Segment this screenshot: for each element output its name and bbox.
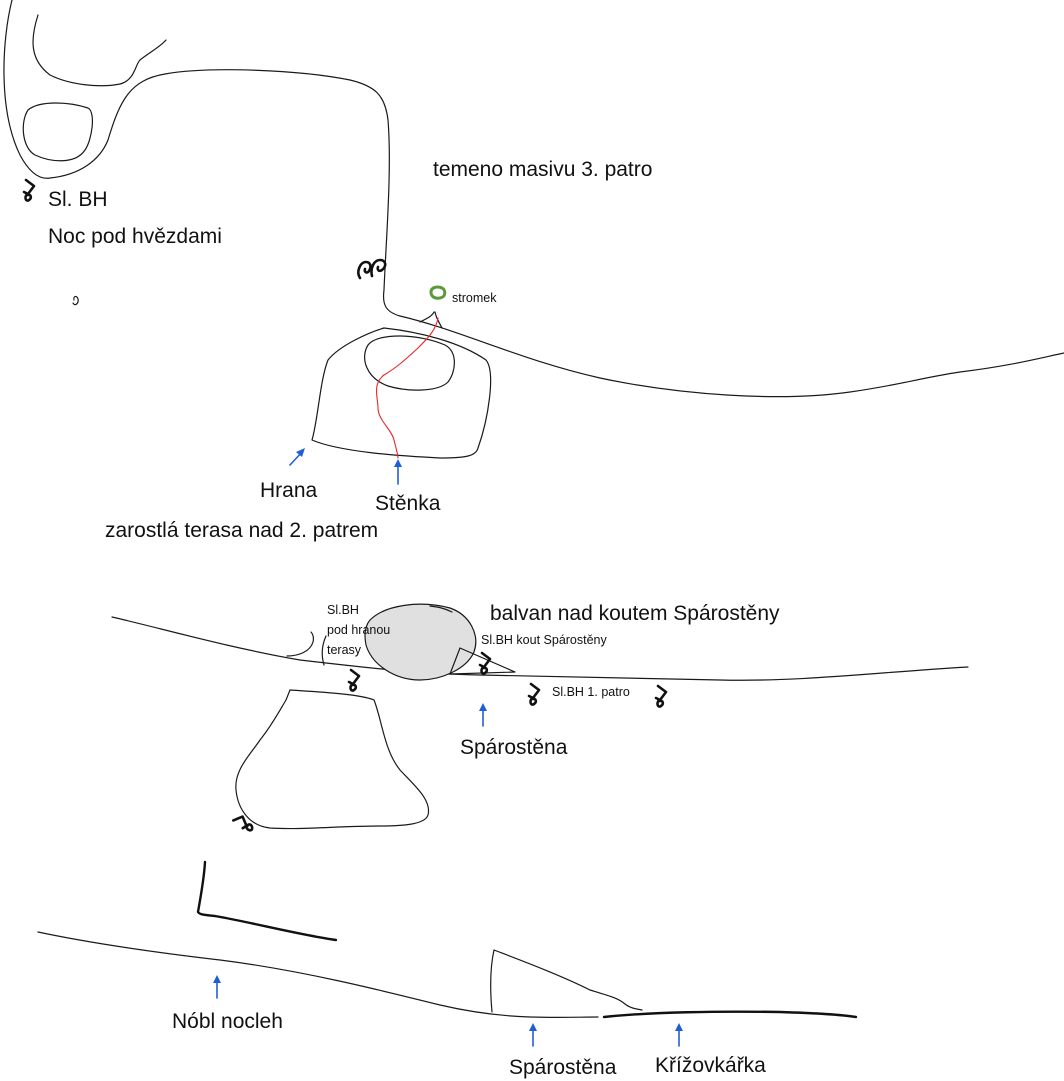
label-tree: stromek xyxy=(452,291,497,305)
label-noble-bivouac: Nóbl nocleh xyxy=(172,1010,283,1033)
bolt-anchor-icon xyxy=(22,178,36,202)
bolt-anchor-icon xyxy=(654,684,668,708)
label-edge: Hrana xyxy=(260,479,318,502)
label-anchor-top-1: Sl. BH xyxy=(48,188,108,211)
arrow-up-icon xyxy=(479,703,487,727)
tree-trunk xyxy=(419,311,443,329)
arrow-up-icon xyxy=(289,448,305,466)
bottom-tower xyxy=(490,949,643,1013)
lower-block xyxy=(235,689,430,830)
label-first-floor: Sl.BH 1. patro xyxy=(552,685,630,699)
tower-outline-outer xyxy=(3,0,1064,398)
bottom-ledge xyxy=(602,1010,858,1019)
bivouac-wall xyxy=(196,860,338,942)
label-under-edge-2: pod hranou xyxy=(327,623,390,637)
label-boulder: balvan nad koutem Spárostěny xyxy=(490,602,780,625)
bolt-anchor-icon xyxy=(478,651,492,675)
bottom-section: Nóbl nocleh Spárostěna Křížovkářka xyxy=(37,860,858,1079)
bolt-anchor-icon xyxy=(527,682,541,706)
label-corner: Sl.BH kout Spárostěny xyxy=(481,633,608,647)
label-crack-wall-bottom: Spárostěna xyxy=(509,1056,617,1079)
pebble xyxy=(72,295,79,306)
label-under-edge-1: Sl.BH xyxy=(327,603,359,617)
bolt-anchor-icon xyxy=(232,815,254,832)
bolt-anchor-icon xyxy=(347,668,361,692)
tree-icon xyxy=(429,285,447,300)
edge-curve-2 xyxy=(321,635,327,666)
terrace-block xyxy=(311,327,492,459)
label-terrace: zarostlá terasa nad 2. patrem xyxy=(105,519,378,542)
label-wall: Stěnka xyxy=(375,492,441,515)
route-line xyxy=(375,317,439,459)
edge-curve xyxy=(286,631,314,657)
label-anchor-top-2: Noc pod hvězdami xyxy=(48,225,222,248)
small-block xyxy=(22,102,94,162)
arrow-up-icon xyxy=(213,975,221,999)
label-crossword: Křížovkářka xyxy=(655,1054,766,1077)
tower-outline-inner xyxy=(32,14,167,87)
arrow-up-icon xyxy=(675,1023,683,1047)
ground-line xyxy=(37,931,599,1019)
boulder-crack xyxy=(429,605,453,613)
middle-section: balvan nad koutem Spárostěny Sl.BH pod h… xyxy=(111,602,969,832)
inner-rock xyxy=(364,335,455,391)
boulder xyxy=(364,603,477,681)
arrow-up-icon xyxy=(529,1023,537,1047)
arrow-up-icon xyxy=(394,459,402,485)
label-under-edge-3: terasy xyxy=(327,643,362,657)
double-bolt-icon xyxy=(357,258,387,280)
label-crack-wall-mid: Spárostěna xyxy=(460,736,568,759)
ledge-line xyxy=(111,616,969,681)
label-top-plateau: temeno masivu 3. patro xyxy=(433,158,652,181)
top-section: temeno masivu 3. patro Sl. BH Noc pod hv… xyxy=(3,0,1064,542)
